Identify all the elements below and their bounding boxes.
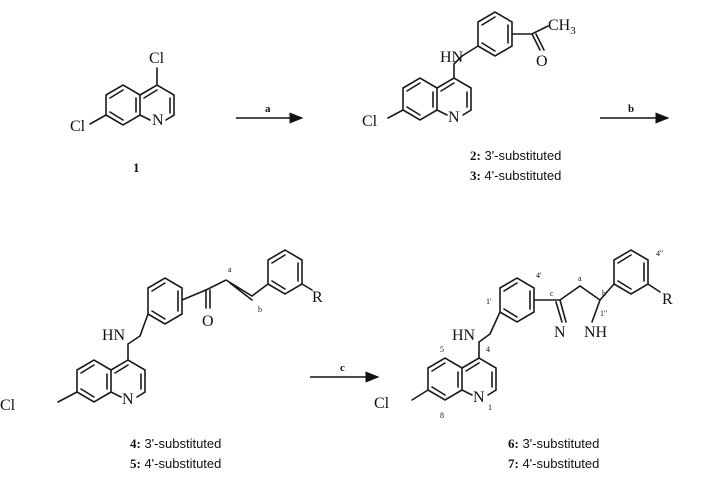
compound-4-r-label: R [312,289,323,306]
arrow-b: b [600,103,670,124]
compound-6-locant-b: b [602,289,606,298]
compound-6-pyrazoline-nh-label: NH [584,324,608,341]
compound-6-locant-1: 1 [488,403,492,412]
compound-6-locant-4pp: 4'' [656,249,663,258]
compound-2-cl-label: Cl [362,113,378,130]
compound-6-label: 6: 3'-substituted [508,436,599,451]
arrow-c: c [310,362,380,383]
compound-6-locant-4: 4 [486,345,490,354]
compound-6-locant-5: 5 [440,345,444,354]
compound-4-cl-label: Cl [0,397,16,414]
reagent-c-label: c [340,362,345,374]
compound-6-n-label: N [473,389,485,406]
compound-6-locant-a: a [578,274,582,283]
reagent-b-label: b [628,103,634,115]
compound-6-locant-1pp: 1'' [600,309,607,318]
compound-4-n-label: N [122,391,134,408]
arrow-a: a [236,103,304,124]
compound-2-n-label: N [448,109,460,126]
compound-2-3-structure: HN N Cl O CH3 2: 3'-substituted 3: 4'-su… [362,11,576,183]
reagent-a-label: a [265,103,271,115]
compound-4-locant-a: a [228,265,232,274]
compound-6-nh-label: HN [452,327,476,344]
compound-2-label: 2: 3'-substituted [470,148,561,163]
compound-1-cl7-label: Cl [70,118,86,135]
compound-6-cl-label: Cl [374,395,390,412]
compound-1-cl4-label: Cl [149,50,165,67]
compound-2-o-label: O [536,53,548,70]
compound-6-locant-8: 8 [440,411,444,420]
compound-4-nh-label: HN [102,327,126,344]
compound-2-nh-label: HN [440,49,464,66]
compound-5-label: 5: 4'-substituted [130,456,221,471]
compound-4-5-structure: HN N Cl O R a b 4: 3'-substituted 5: 4'-… [0,249,323,471]
compound-4-label: 4: 3'-substituted [130,436,221,451]
compound-6-pyrazoline-n-label: N [554,324,566,341]
compound-2-ch3-label: CH3 [548,17,576,37]
compound-7-label: 7: 4'-substituted [508,456,599,471]
compound-6-r-label: R [662,291,673,308]
compound-1-number: 1 [133,160,140,175]
compound-4-o-label: O [202,313,214,330]
compound-6-locant-4p: 4' [536,271,542,280]
compound-6-locant-c: c [550,289,554,298]
compound-6-locant-1p: 1' [486,297,492,306]
compound-6-7-structure: HN N Cl N NH R 4' 1' c a b 1'' 4'' 4 5 8… [374,249,673,471]
compound-1-n-label: N [152,112,164,129]
compound-4-locant-b: b [258,305,262,314]
compound-3-label: 3: 4'-substituted [470,168,561,183]
compound-1-structure: Cl N Cl 1 [70,50,175,175]
